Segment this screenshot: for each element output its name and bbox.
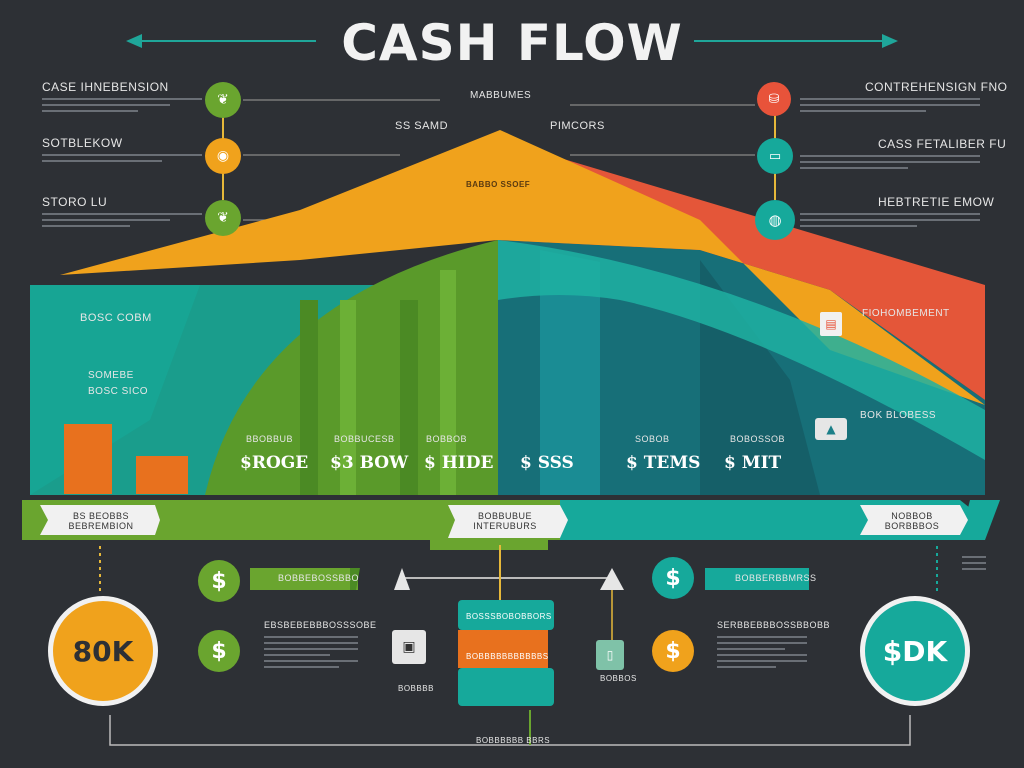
dollar-icon: $	[198, 560, 240, 602]
cash-register-icon: ▣	[392, 630, 426, 664]
column-1-value: $ROGE	[240, 453, 309, 473]
dollar-icon: $	[652, 630, 694, 672]
phone-icon: ▯	[596, 640, 624, 670]
banner-left-label: BS BEOBBS BEBREMBION	[68, 511, 134, 531]
right-item-3-label: HEBTRETIE EMOW	[878, 195, 995, 209]
right-text-head: SERBBEBBBOSSBBOBB	[717, 620, 831, 630]
scroll-bottom	[458, 668, 554, 706]
orange-bar-2	[136, 456, 188, 494]
orange-bar-1	[64, 424, 112, 494]
orange-wedge	[60, 130, 985, 405]
panel-right-sub: BOK BLOBESS	[860, 410, 937, 421]
right-bar-label: BOBBERBBMRSS	[735, 573, 817, 583]
column-2-head: BOBBUCESB	[334, 434, 395, 444]
top-right-label: PIMCORS	[550, 120, 605, 132]
right-item-2-text	[800, 155, 980, 169]
panel-left-head: BOSC COBM	[80, 312, 152, 324]
column-3-head: BOBBOB	[426, 434, 468, 444]
dollar-icon: $	[198, 630, 240, 672]
left-item-3-label: STORO LU	[42, 195, 108, 209]
title-left-arrow-head	[126, 34, 142, 48]
banner-center-label: BOBBUBUE INTERUBURS	[473, 511, 537, 531]
left-item-1-text	[42, 98, 202, 112]
scroll-mid	[458, 630, 548, 668]
scroll-top	[458, 600, 554, 630]
left-text-lines	[264, 636, 358, 668]
document-icon: ▤	[820, 312, 842, 336]
column-6-value: $ MIT	[724, 453, 782, 473]
center-footer-label: BOBBBBBB BBRS	[476, 736, 551, 745]
top-center-label: MABBUMES	[470, 90, 532, 101]
column-4-value: $ SSS	[520, 453, 574, 473]
right-text-lines	[717, 636, 807, 668]
chart-icon: ▲	[815, 418, 847, 440]
right-side-lines	[962, 556, 986, 570]
column-6-head: BOBOSSOB	[730, 434, 786, 444]
right-item-1-label: CONTREHENSIGN FNO	[865, 80, 1008, 94]
dollar-icon: $	[652, 557, 694, 599]
globe-icon: ◍	[755, 200, 795, 240]
panel-left-sub2: BOSC SICO	[88, 386, 149, 397]
column-2-value: $3 BOW	[330, 453, 409, 473]
peak-label: BABBO SSOEF	[466, 180, 531, 189]
left-value-circle: 80K	[48, 596, 158, 706]
banner-right-label: NOBBOB BORBBBOS	[884, 511, 940, 531]
right-value-circle: $DK	[860, 596, 970, 706]
left-bar-label: BOBBEBOSSBBO	[278, 573, 360, 583]
page-title: CASH FLOW	[341, 14, 683, 72]
wallet-icon: ▭	[757, 138, 793, 174]
left-value: 80K	[72, 634, 134, 668]
left-text-head: EBSBEBEBBBOSSSOBE	[264, 620, 377, 630]
right-value: $DK	[882, 634, 948, 668]
column-1-head: BBOBBUB	[246, 434, 294, 444]
column-5-head: SOBOB	[635, 434, 670, 444]
left-item-1-label: CASE IHNEBENSION	[42, 80, 169, 94]
top-left-label: SS SAMD	[395, 120, 449, 132]
column-3-value: $ HIDE	[424, 453, 494, 473]
phone-caption: BOBBOS	[600, 674, 637, 683]
coin-icon: ◉	[205, 138, 241, 174]
column-5-value: $ TEMS	[626, 453, 701, 473]
right-item-1-text	[800, 98, 980, 112]
scroll-mid-label: BOBBBBBBBBBBBS	[466, 652, 549, 661]
bag-icon: ⛁	[757, 82, 791, 116]
left-item-3-text	[42, 213, 202, 227]
leaf-icon: ❦	[205, 200, 241, 236]
left-item-2-text	[42, 154, 202, 162]
left-item-2-label: SOTBLEKOW	[42, 136, 123, 150]
right-item-2-label: CASS FETALIBER FU	[878, 137, 1007, 151]
panel-left-sub: SOMEBE	[88, 370, 134, 381]
leaf-icon: ❦	[205, 82, 241, 118]
panel-right-head: FIOHOMBEMENT	[862, 308, 950, 319]
scroll-top-label: BOSSSBOBOBBORS	[466, 612, 552, 621]
box-caption: BOBBBB	[398, 684, 434, 693]
right-item-3-text	[800, 213, 980, 227]
title-right-arrow-head	[882, 34, 898, 48]
